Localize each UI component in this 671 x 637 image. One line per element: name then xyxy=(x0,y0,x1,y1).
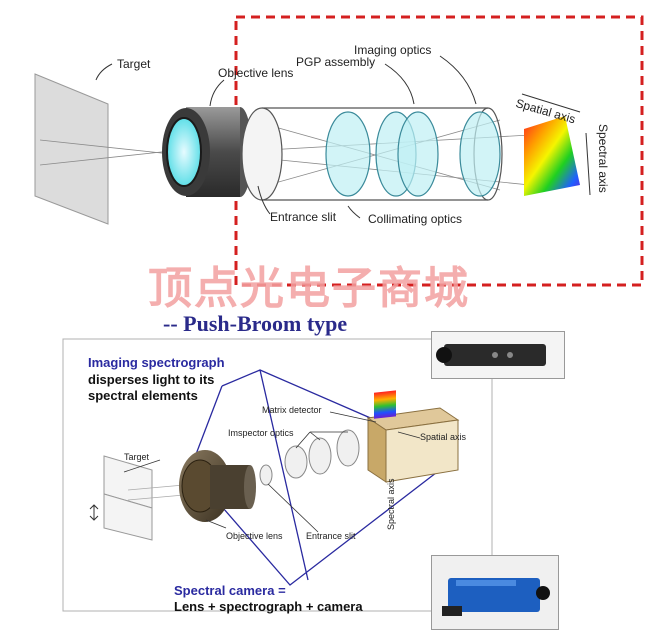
section-title: -- Push-Broom type xyxy=(163,311,348,336)
bottom-pointers xyxy=(123,411,421,533)
bottom-imspector-optics xyxy=(259,429,360,486)
label-imaging-spectrograph: Imaging spectrograph xyxy=(88,355,225,370)
label-disperses-line2: spectral elements xyxy=(88,388,198,403)
label-spectral-axis-bottom: Spectral axis xyxy=(386,478,396,530)
bottom-target xyxy=(89,455,153,541)
objective-lens xyxy=(162,107,252,197)
objective-pointer-arrow xyxy=(209,79,225,107)
label-collimating-optics: Collimating optics xyxy=(368,212,463,226)
spectrum-image xyxy=(524,116,580,196)
matrix-detector-box xyxy=(366,390,460,483)
top-pointers xyxy=(257,55,591,219)
label-objective-lens-bottom: Objective lens xyxy=(226,531,283,541)
label-target-bottom: Target xyxy=(124,452,150,462)
label-pgp-assembly: PGP assembly xyxy=(296,55,376,69)
label-objective-lens: Objective lens xyxy=(218,66,294,80)
bottom-diagram-frame xyxy=(62,338,493,612)
label-camera-formula: Lens + spectrograph + camera xyxy=(174,599,363,614)
label-imspector-optics: Imspector optics xyxy=(228,428,294,438)
target-pointer-arrow xyxy=(95,63,113,81)
label-matrix-detector: Matrix detector xyxy=(262,405,322,415)
watermark: 顶点光电子商城 xyxy=(148,263,470,314)
target-plane xyxy=(34,73,109,225)
camera-photo-top xyxy=(431,331,565,379)
label-spectral-axis: Spectral axis xyxy=(596,124,610,193)
label-target: Target xyxy=(117,57,151,71)
label-entrance-slit-bottom: Entrance slit xyxy=(306,531,356,541)
bottom-objective-lens xyxy=(179,450,256,522)
label-entrance-slit: Entrance slit xyxy=(270,210,337,224)
camera-photo-bottom xyxy=(431,555,559,630)
label-disperses-line1: disperses light to its xyxy=(88,372,215,387)
inner-lenses xyxy=(325,111,501,197)
label-imaging-optics: Imaging optics xyxy=(354,43,432,57)
dashed-spectrograph-box xyxy=(234,15,644,287)
label-spectral-camera: Spectral camera = xyxy=(174,583,286,598)
label-spatial-axis-bottom: Spatial axis xyxy=(420,432,467,442)
light-rays xyxy=(39,119,531,191)
